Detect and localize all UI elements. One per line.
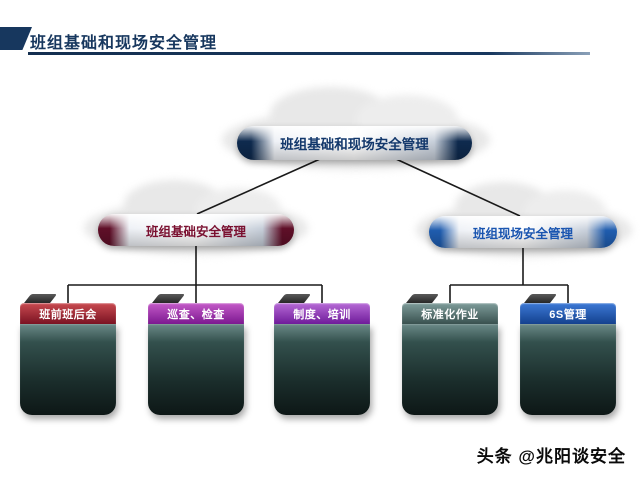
- card-body: [20, 324, 116, 415]
- card-label: 制度、培训: [293, 308, 351, 321]
- node-root-label: 班组基础和现场安全管理: [280, 137, 429, 152]
- card-label: 巡查、检查: [167, 308, 225, 321]
- task-card: 巡查、检查: [148, 294, 244, 415]
- node-branch-label: 班组现场安全管理: [472, 226, 573, 241]
- task-card: 6S管理: [520, 294, 616, 415]
- card-header: 班前班后会: [20, 303, 116, 324]
- card-header: 制度、培训: [274, 303, 370, 324]
- node-branch-site: 班组现场安全管理: [429, 216, 617, 248]
- task-card: 班前班后会: [20, 294, 116, 415]
- card-header: 标准化作业: [402, 303, 498, 324]
- card-body: [520, 324, 616, 415]
- node-branch-label: 班组基础安全管理: [145, 224, 246, 239]
- task-card: 制度、培训: [274, 294, 370, 415]
- card-header: 巡查、检查: [148, 303, 244, 324]
- card-body: [274, 324, 370, 415]
- card-header: 6S管理: [520, 303, 616, 324]
- title-underline: [28, 52, 590, 55]
- card-label: 6S管理: [549, 308, 587, 321]
- card-body: [148, 324, 244, 415]
- page-title: 班组基础和现场安全管理: [30, 35, 218, 52]
- card-body: [402, 324, 498, 415]
- title-flag-shape: [0, 27, 32, 50]
- node-branch-basic: 班组基础安全管理: [98, 214, 294, 246]
- node-root: 班组基础和现场安全管理: [237, 126, 472, 160]
- task-card: 标准化作业: [402, 294, 498, 415]
- card-label: 班前班后会: [39, 308, 97, 321]
- card-label: 标准化作业: [421, 308, 479, 321]
- watermark-text: 头条 @兆阳谈安全: [476, 447, 626, 466]
